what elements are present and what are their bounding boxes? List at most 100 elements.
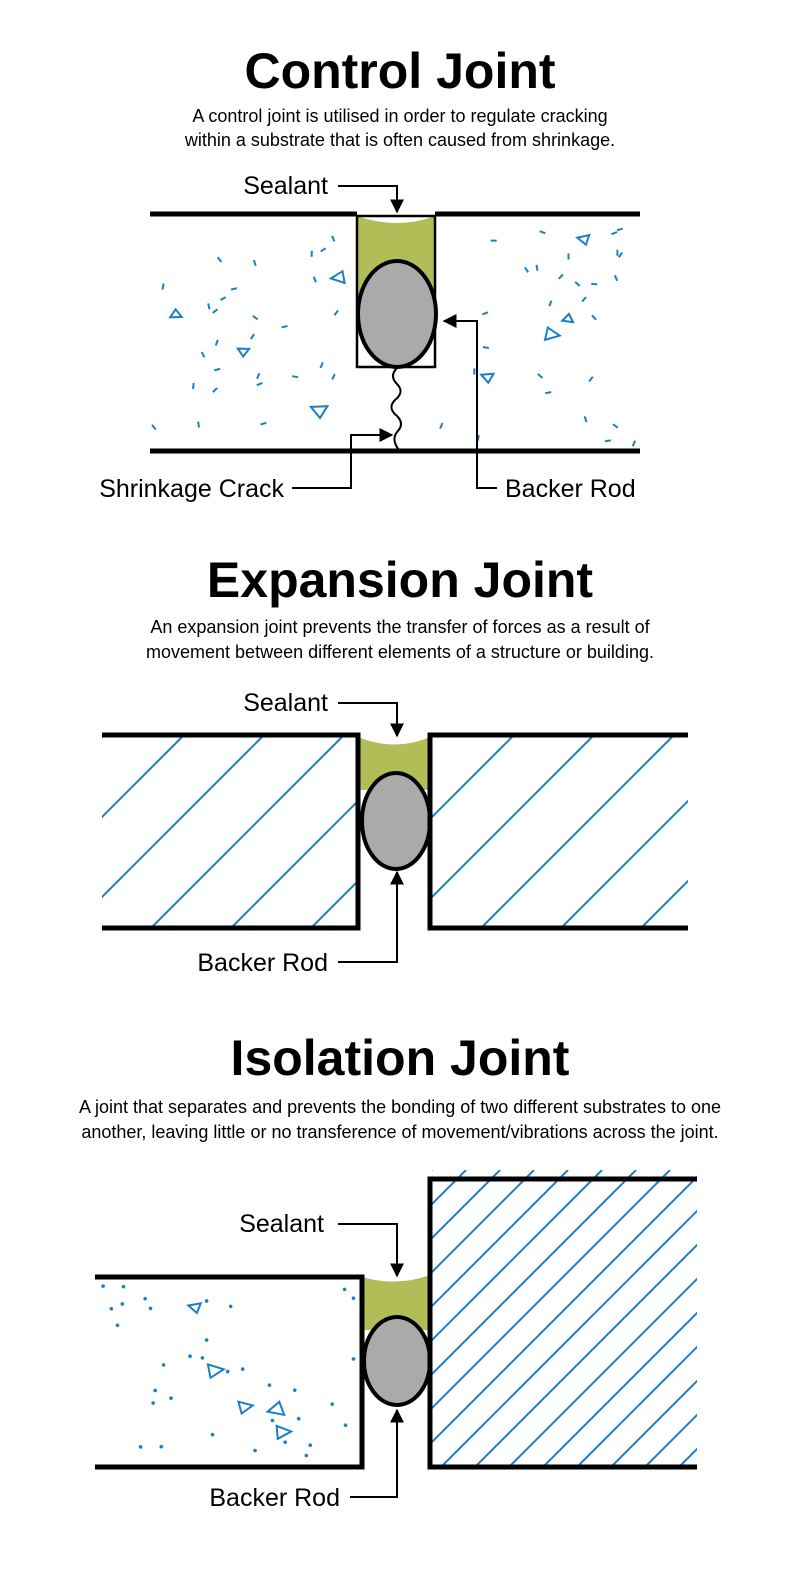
hatch-line	[645, 1413, 697, 1465]
sealant	[362, 1275, 430, 1330]
aggregate-fleck	[537, 373, 543, 379]
hatch-line	[577, 1345, 697, 1465]
aggregate-dot	[270, 1418, 275, 1423]
aggregate-dot	[169, 1396, 173, 1400]
aggregate-fleck	[591, 314, 597, 321]
aggregate-triangle	[543, 325, 563, 342]
aggregate-fleck	[331, 373, 336, 380]
aggregate-fleck	[320, 247, 327, 253]
isolation-joint-description-line2: another, leaving little or no transferen…	[81, 1122, 718, 1142]
backer-rod-label: Backer Rod	[209, 1484, 340, 1512]
sealant-label: Sealant	[243, 172, 328, 200]
backer-rod-label: Backer Rod	[505, 475, 636, 503]
aggregate-dot	[330, 1402, 335, 1406]
hatch-line	[721, 737, 800, 928]
hatch-line	[441, 1209, 697, 1465]
aggregate-fleck	[291, 375, 299, 379]
aggregate-dot	[292, 1388, 297, 1392]
aggregate-fleck	[333, 309, 339, 316]
hatch-line	[311, 881, 356, 926]
aggregate-triangle	[574, 233, 591, 247]
sealant-label: Sealant	[243, 689, 328, 717]
aggregate-fleck	[545, 391, 552, 395]
right-element-outline	[427, 732, 688, 931]
sealant-leader-arrow	[338, 1223, 404, 1278]
aggregate-fleck	[539, 230, 546, 235]
aggregate-fleck	[260, 421, 267, 426]
hatch-line	[432, 1175, 697, 1444]
aggregate-triangle	[560, 312, 575, 324]
aggregate-dot	[342, 1287, 347, 1292]
aggregate-fleck	[219, 296, 227, 301]
hatch-line	[713, 1170, 800, 1467]
aggregate-triangle	[479, 372, 496, 385]
aggregate-triangle	[186, 1302, 203, 1315]
hatch-line	[231, 801, 356, 926]
aggregate-dot	[204, 1338, 209, 1342]
hatch-line	[432, 1170, 603, 1342]
aggregate-fleck	[482, 346, 490, 350]
aggregate-fleck	[588, 376, 594, 383]
left-substrate-outline	[95, 1274, 365, 1470]
right-substrate-outline	[427, 1176, 697, 1470]
aggregate-dot	[148, 1306, 153, 1311]
hatch-line	[432, 1170, 535, 1274]
hatch-line	[679, 1447, 697, 1465]
aggregate-dot	[200, 1356, 205, 1360]
aggregate-dot	[210, 1432, 215, 1437]
aggregate-fleck	[212, 387, 218, 393]
hatch-line	[102, 737, 263, 899]
aggregate-dot	[161, 1363, 166, 1367]
aggregate-dot	[101, 1284, 105, 1288]
aggregate-dot	[351, 1357, 356, 1361]
aggregate-fleck	[581, 296, 587, 303]
aggregate-fleck	[214, 367, 221, 372]
hatch-pattern-right	[432, 1170, 800, 1467]
control-joint-section: Control Joint A control joint is utilise…	[99, 43, 640, 503]
aggregate-dot	[115, 1323, 120, 1328]
hatch-line	[481, 737, 673, 926]
sealant-leader-arrow	[338, 185, 404, 214]
aggregate-fleck	[612, 423, 619, 429]
aggregate-fleck	[256, 372, 261, 380]
aggregate-dot	[351, 1296, 356, 1300]
hatch-line	[509, 1277, 697, 1465]
aggregate-fleck	[216, 256, 223, 263]
aggregate-dot	[225, 1369, 230, 1374]
aggregate-dot	[253, 1448, 257, 1453]
isolation-joint-section: Isolation Joint A joint that separates a…	[79, 1030, 800, 1512]
aggregate-fleck	[611, 231, 618, 236]
backer-rod	[362, 1315, 432, 1407]
hatch-line	[561, 799, 688, 926]
backer-rod	[356, 259, 438, 369]
aggregate-fleck	[439, 422, 444, 429]
hatch-line	[432, 737, 513, 819]
aggregate-dot	[109, 1306, 114, 1311]
hatch-line	[611, 1379, 697, 1465]
isolation-joint-description-line1: A joint that separates and prevents the …	[79, 1097, 721, 1117]
shrinkage-crack	[390, 367, 402, 451]
isolation-joint-title: Isolation Joint	[231, 1030, 570, 1086]
backer-rod-label: Backer Rod	[197, 949, 328, 977]
hatch-line	[432, 1170, 501, 1240]
aggregate-dot	[343, 1423, 348, 1427]
sealant-leader-arrow	[338, 702, 404, 738]
aggregate-fleck	[482, 311, 489, 316]
concrete-aggregate-pattern	[101, 1284, 356, 1458]
hatch-line	[432, 737, 593, 899]
sealant-label: Sealant	[239, 1210, 324, 1238]
aggregate-triangle	[235, 347, 252, 359]
aggregate-fleck	[548, 300, 553, 307]
hatch-line	[432, 1170, 637, 1376]
aggregate-triangle	[308, 405, 330, 420]
aggregate-triangle	[265, 1400, 286, 1417]
aggregate-fleck	[583, 416, 588, 423]
backer-rod	[360, 771, 432, 871]
aggregate-fleck	[197, 421, 200, 428]
aggregate-dot	[120, 1302, 125, 1306]
aggregate-fleck	[256, 382, 263, 387]
control-joint-title: Control Joint	[244, 43, 555, 99]
aggregate-dot	[143, 1296, 147, 1301]
expansion-joint-description-line2: movement between different elements of a…	[146, 642, 654, 662]
